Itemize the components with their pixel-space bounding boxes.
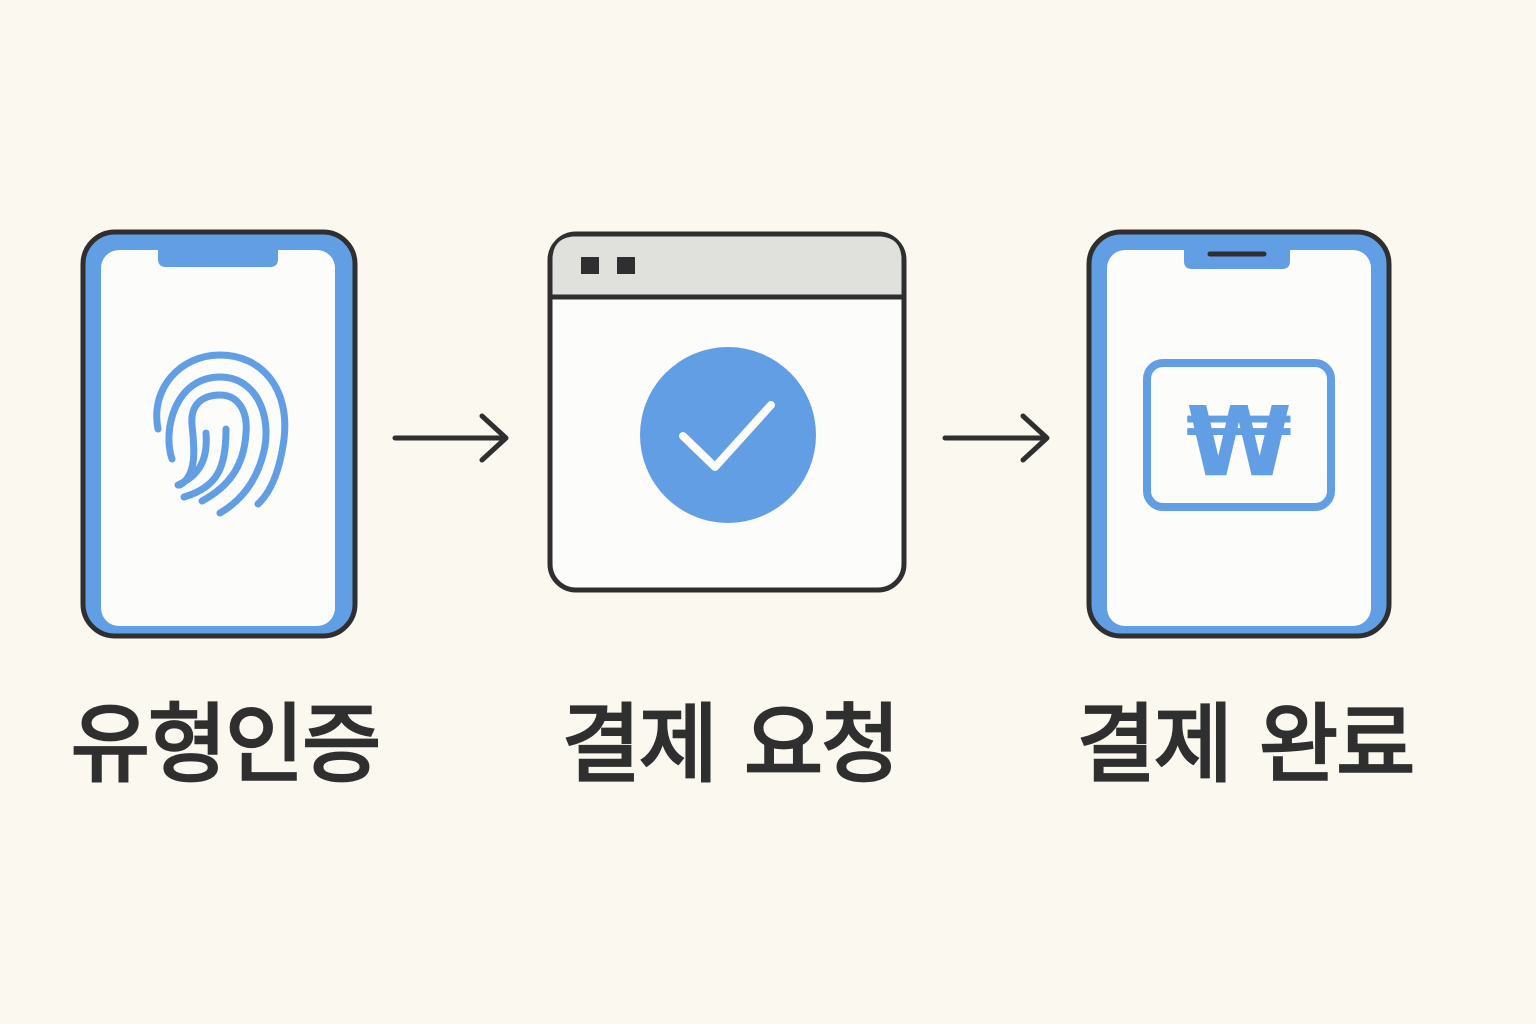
checkmark-circle-icon	[640, 347, 816, 523]
arrow-right-icon	[942, 413, 1050, 463]
phone-payment-complete: ₩	[1086, 229, 1392, 639]
phone-won-graphic: ₩	[1086, 229, 1392, 639]
phone-authentication	[80, 229, 358, 639]
won-currency-icon: ₩	[1143, 359, 1335, 511]
step-label-authentication: 유형인증	[70, 695, 381, 795]
phone-fingerprint-graphic	[80, 229, 358, 639]
browser-window-graphic	[547, 231, 907, 593]
browser-payment-request	[547, 231, 907, 593]
fingerprint-icon	[153, 351, 289, 517]
arrow-right-icon	[392, 413, 509, 463]
step-label-payment-request: 결제 요청	[561, 695, 900, 795]
window-dot-icon	[581, 257, 599, 274]
window-dot-icon	[617, 257, 635, 274]
won-symbol: ₩	[1186, 386, 1292, 498]
step-label-payment-complete: 결제 완료	[1076, 695, 1415, 795]
